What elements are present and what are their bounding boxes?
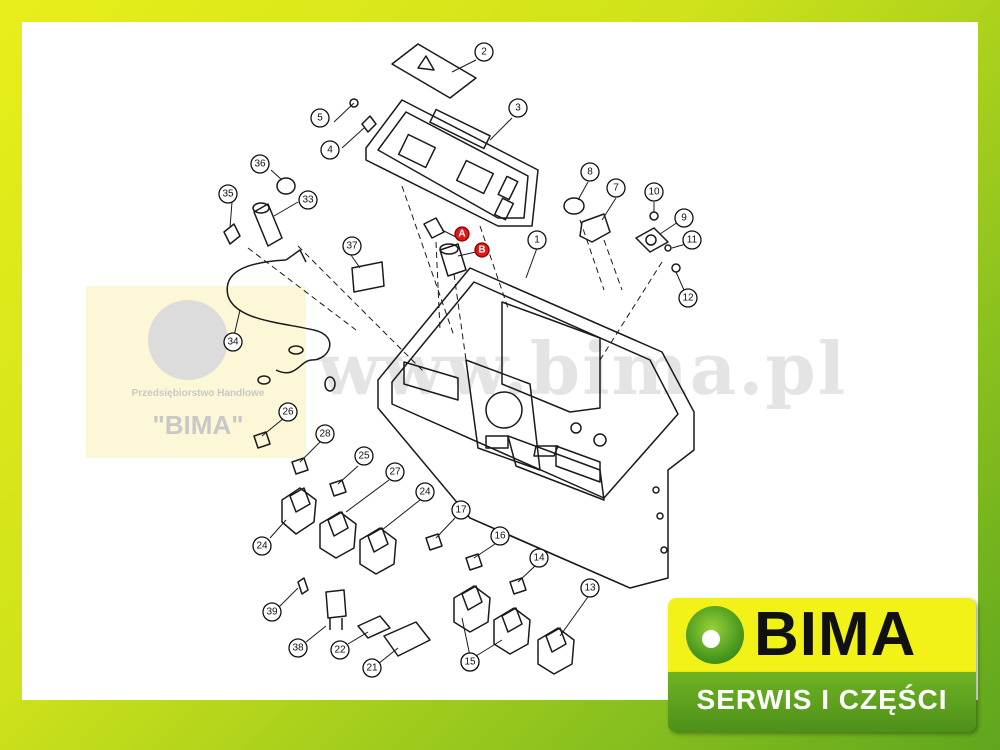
rocker-switch [281, 487, 575, 675]
watermark-url: www.bima.pl [318, 326, 848, 411]
callout-label: 13 [584, 583, 596, 594]
callout-label: 5 [317, 113, 323, 124]
callout-39: 39 [262, 602, 282, 622]
callout-9: 9 [674, 208, 694, 228]
callout-a: A [454, 226, 470, 242]
callout-28: 28 [315, 424, 335, 444]
decal-plate [391, 43, 477, 99]
dashboard-housing [377, 267, 695, 589]
watermark-company-name: "BIMA" [152, 410, 244, 440]
callout-label: 2 [481, 47, 487, 58]
logo-bottom-band: SERWIS I CZĘŚCI [668, 672, 976, 732]
callout-label: 35 [222, 189, 234, 200]
callout-35: 35 [218, 184, 238, 204]
callout-24: 24 [415, 482, 435, 502]
logo-tagline: SERWIS I CZĘŚCI [696, 684, 948, 715]
callout-label: 28 [319, 429, 331, 440]
callout-27: 27 [385, 462, 405, 482]
callout-label: 4 [327, 145, 333, 156]
callout-13: 13 [580, 578, 600, 598]
callout-22: 22 [330, 640, 350, 660]
callout-38: 38 [288, 638, 308, 658]
callout-24: 24 [252, 536, 272, 556]
callout-label: 14 [533, 553, 545, 564]
callout-26: 26 [278, 402, 298, 422]
callout-label: 10 [648, 187, 660, 198]
callout-8: 8 [580, 162, 600, 182]
callout-36: 36 [250, 154, 270, 174]
logo-top-band: BIMA [668, 598, 976, 672]
callout-33: 33 [298, 190, 318, 210]
callout-15: 15 [460, 652, 480, 672]
watermark-company-line: Przedsiębiorstwo Handlowe [131, 388, 265, 399]
callout-label: 11 [687, 235, 698, 246]
callout-37: 37 [342, 236, 362, 256]
callout-label: 17 [455, 505, 467, 516]
callout-4: 4 [320, 140, 340, 160]
callout-12: 12 [678, 288, 698, 308]
callout-2: 2 [474, 42, 494, 62]
callout-11: 11 [682, 230, 702, 250]
callout-label: 24 [256, 541, 268, 552]
callout-label: 36 [254, 159, 266, 170]
callout-label: 1 [534, 235, 540, 246]
callout-label: 15 [464, 657, 476, 668]
callout-label: 34 [227, 337, 239, 348]
callout-14: 14 [529, 548, 549, 568]
logo-brand-text: BIMA [754, 600, 917, 669]
callout-label: 26 [282, 407, 294, 418]
callout-label: 3 [515, 103, 521, 114]
callout-21: 21 [362, 658, 382, 678]
callout-10: 10 [644, 182, 664, 202]
callout-label: 21 [366, 663, 378, 674]
bima-logo: BIMA SERWIS I CZĘŚCI [668, 598, 976, 732]
callout-1: 1 [527, 230, 547, 250]
callout-label: 27 [389, 467, 401, 478]
callout-label: 16 [494, 531, 506, 542]
logo-ball-highlight [702, 630, 720, 648]
callout-34: 34 [223, 332, 243, 352]
callout-label: 12 [682, 293, 694, 304]
callout-label: 22 [334, 645, 346, 656]
callout-label: 33 [302, 195, 314, 206]
callout-label: 9 [681, 213, 687, 224]
callout-17: 17 [451, 500, 471, 520]
callout-label: 24 [419, 487, 431, 498]
callout-label: 39 [266, 607, 278, 618]
watermark-logo-circle [148, 300, 228, 380]
callout-label: 37 [346, 241, 358, 252]
callout-label: 38 [292, 643, 304, 654]
callout-25: 25 [354, 446, 374, 466]
callout-5: 5 [310, 108, 330, 128]
callout-16: 16 [490, 526, 510, 546]
callout-label: 7 [613, 183, 619, 194]
callout-label: B [478, 245, 485, 256]
callout-7: 7 [606, 178, 626, 198]
callout-label: A [458, 229, 465, 240]
instrument-cluster [365, 99, 539, 227]
callout-label: 25 [358, 451, 370, 462]
callout-b: B [474, 242, 490, 258]
callout-label: 8 [587, 167, 593, 178]
callout-3: 3 [508, 98, 528, 118]
